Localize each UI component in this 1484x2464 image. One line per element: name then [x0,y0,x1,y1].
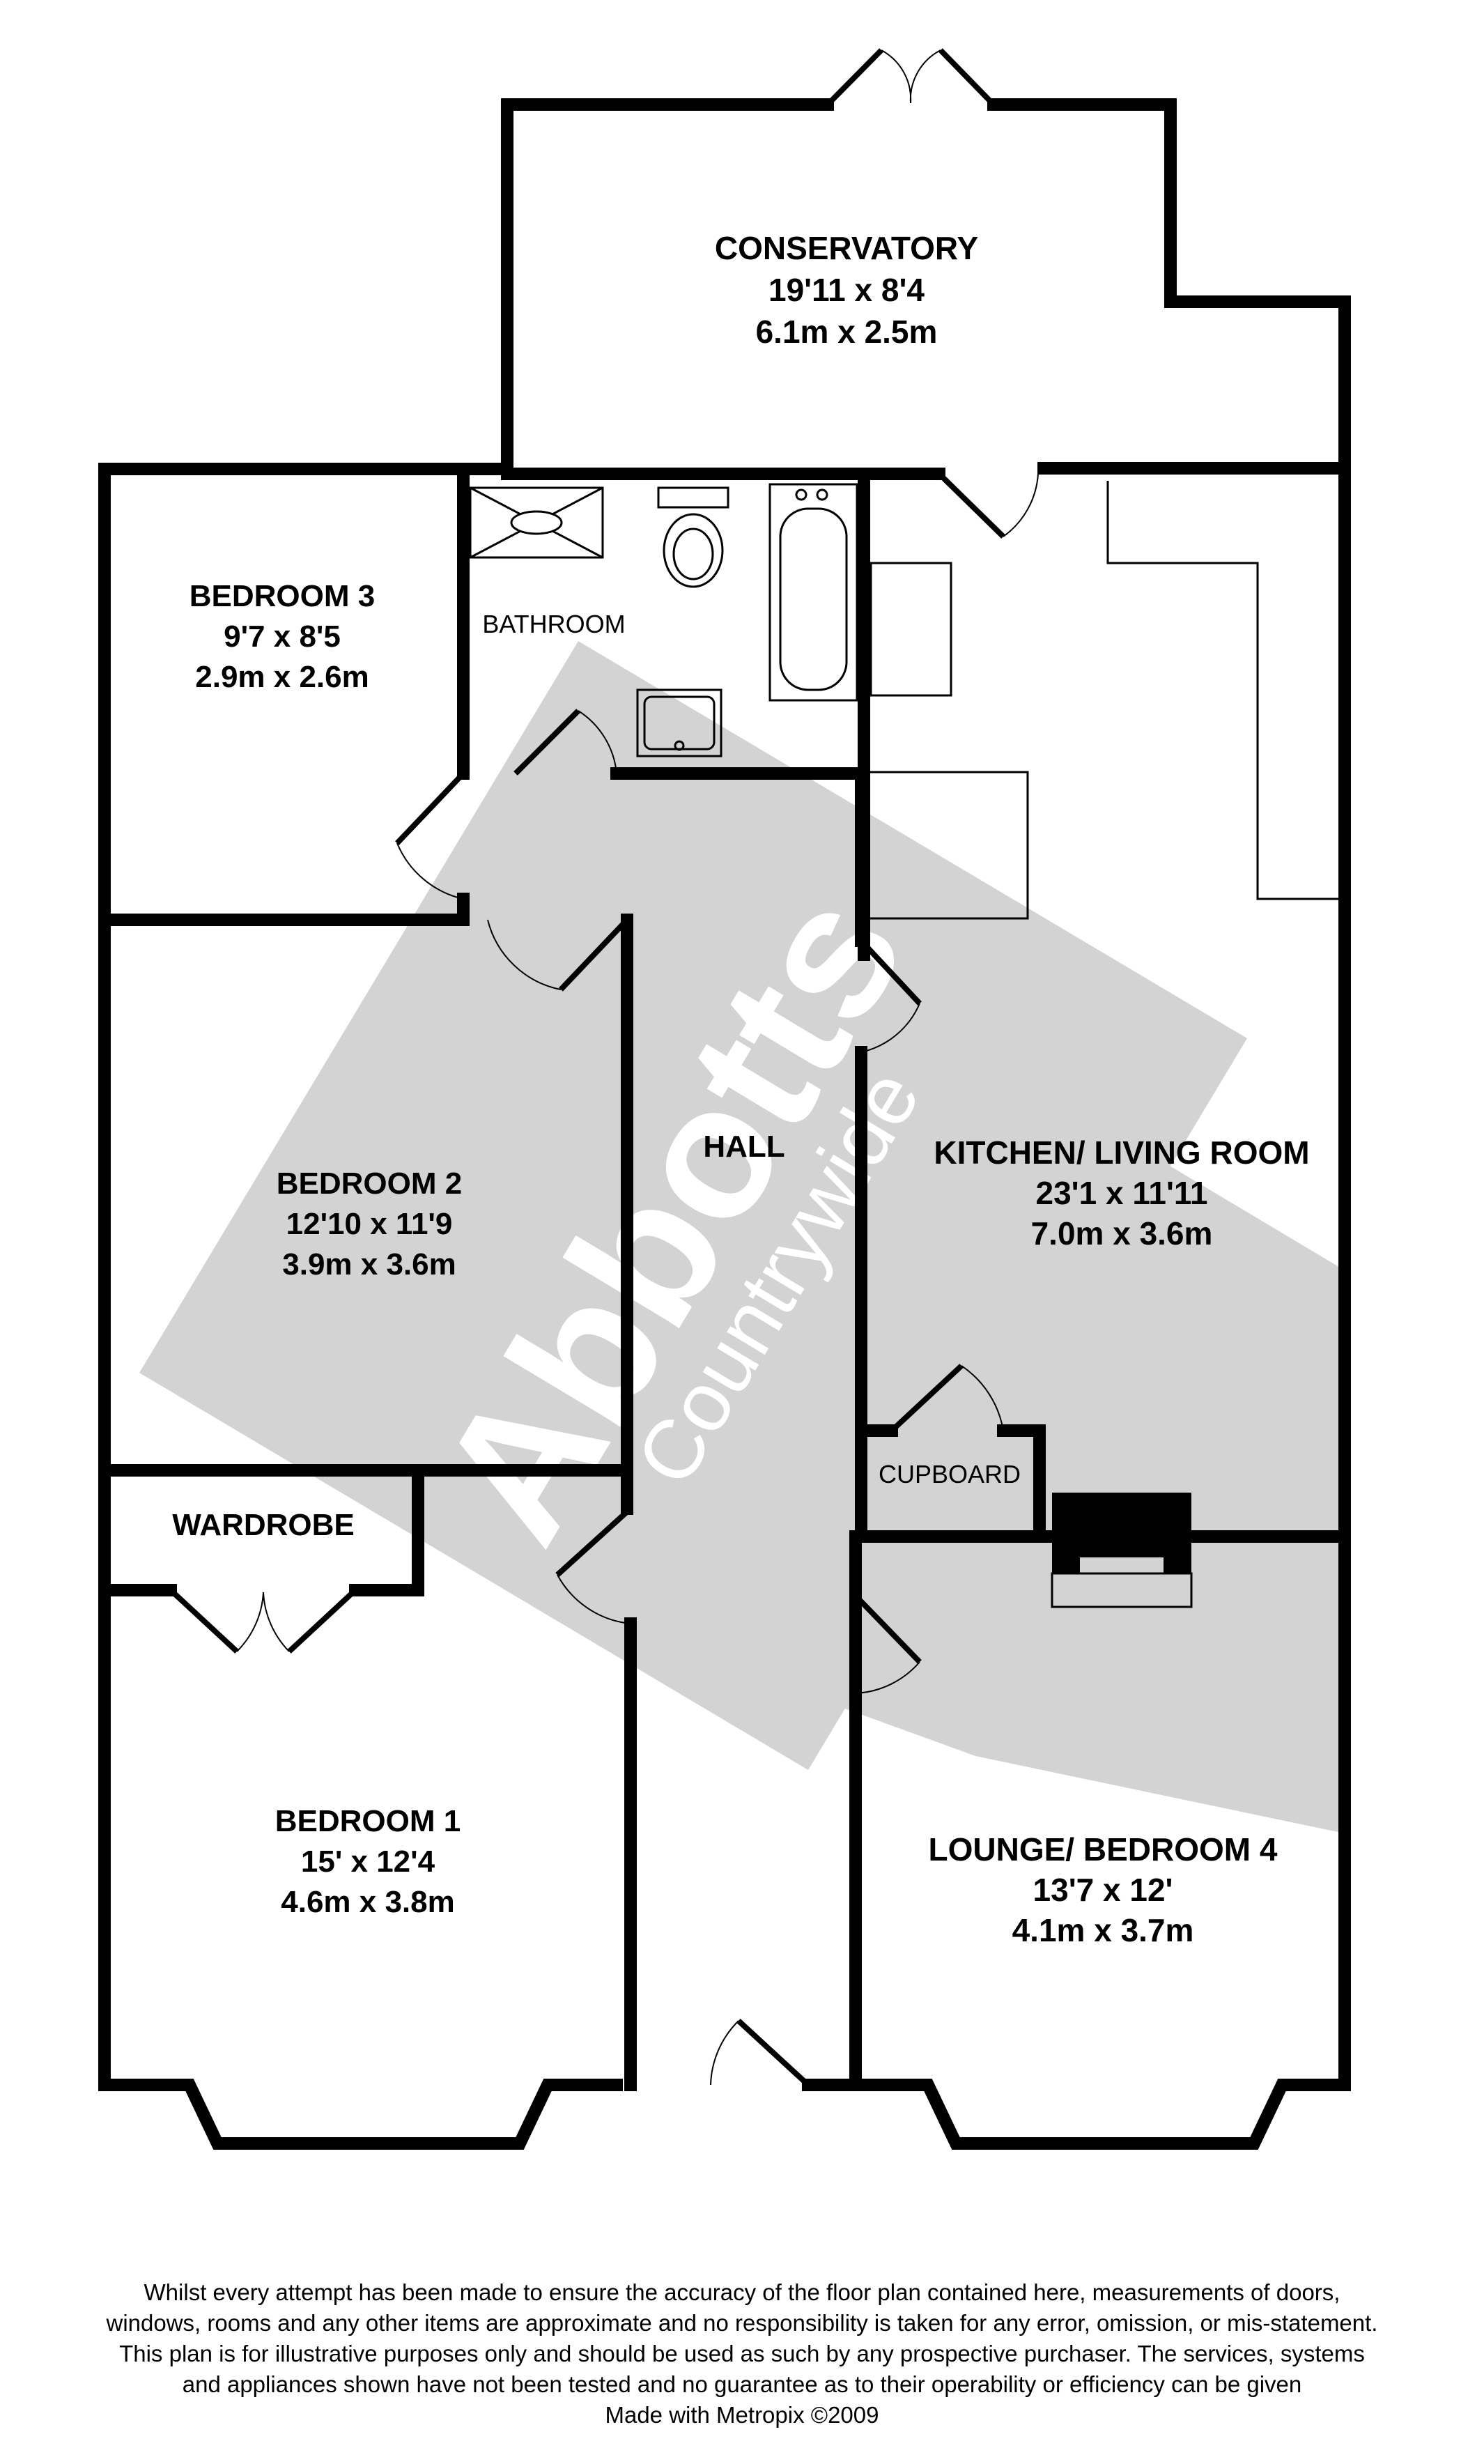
shower-tray [469,486,604,559]
conservatory-imperial: 19'11 x 8'4 [768,272,925,308]
walls [98,98,1351,2150]
disclaimer-text: Whilst every attempt has been made to en… [106,2279,1378,2397]
toilet [657,486,729,588]
fixtures [469,481,1345,1608]
hall-cupboard [860,771,1029,920]
kitchen-imperial: 23'1 x 11'11 [1035,1175,1207,1211]
lounge-door [853,1594,922,1694]
conservatory-metric: 6.1m x 2.5m [756,314,938,350]
bedroom2-metric: 3.9m x 3.6m [282,1247,456,1281]
bedroom1-metric: 4.6m x 3.8m [281,1885,455,1919]
kitchen-conservatory-door [937,472,1039,539]
bedroom2-name: BEDROOM 2 [277,1166,462,1201]
doors [169,48,1039,2087]
kitchen-unit [869,562,952,697]
kitchen-name: KITCHEN/ LIVING ROOM [934,1134,1309,1171]
bedroom1-name: BEDROOM 1 [275,1804,461,1838]
conservatory-wall-left [501,98,834,475]
bedroom3-door [395,771,465,900]
bedroom2-door [487,918,629,992]
bedroom2-imperial: 12'10 x 11'9 [286,1207,453,1241]
lounge-name: LOUNGE/ BEDROOM 4 [929,1831,1278,1868]
kitchen-metric: 7.0m x 3.6m [1031,1215,1213,1252]
cupboard-name: CUPBOARD [879,1460,1021,1488]
bedroom3-imperial: 9'7 x 8'5 [224,619,341,654]
room-labels: CONSERVATORY 19'11 x 8'4 6.1m x 2.5m BED… [172,230,1309,1948]
conservatory-wall-right [987,98,1351,475]
bedroom1-door [555,1507,633,1624]
sink [636,688,722,757]
conservatory-name: CONSERVATORY [715,230,978,266]
hall-name: HALL [703,1130,784,1164]
lounge-metric: 4.1m x 3.7m [1012,1912,1194,1948]
bath [768,483,858,702]
hearth [1051,1572,1193,1608]
wardrobe-wall-right [349,1471,424,1596]
bathroom-name: BATHROOM [482,610,625,638]
outer-wall-left [98,463,623,2150]
cupboard-door [890,1364,1004,1433]
bedroom3-name: BEDROOM 3 [190,579,375,613]
bathroom-door [513,709,617,776]
metropix-credit: Made with Metropix ©2009 [605,2402,879,2428]
watermark-band-lower [822,1129,1341,1833]
front-door [710,2019,810,2087]
kitchen-worktop [1106,481,1345,900]
outer-wall-lounge [849,1530,1351,2150]
cupboard-wall-right [997,1424,1046,1543]
lounge-imperial: 13'7 x 12' [1033,1872,1173,1908]
wardrobe-name: WARDROBE [172,1508,355,1542]
kitchen-hall-door [859,939,922,1053]
conservatory-french-doors [826,48,996,107]
wardrobe-doors [169,1588,357,1654]
bedroom1-imperial: 15' x 12'4 [301,1845,435,1879]
bedroom3-metric: 2.9m x 2.6m [195,660,369,694]
disclaimer: Whilst every attempt has been made to en… [98,2277,1386,2431]
